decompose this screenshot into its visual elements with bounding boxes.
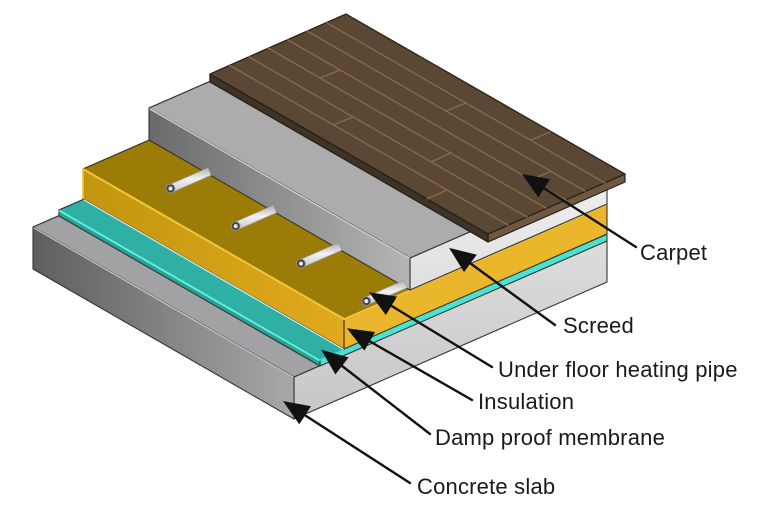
plank-butt-joint — [319, 69, 341, 79]
callout-labels: Carpet Screed Under floor heating pipe I… — [417, 240, 738, 499]
concrete-arrow — [282, 401, 412, 485]
screed-top-edge-highlight — [149, 108, 410, 259]
heating-pipe-end-hole — [364, 299, 369, 304]
heating-pipe-end-hole — [233, 224, 238, 229]
insulation-arrow — [346, 328, 474, 402]
label-damp-proof-membrane: Damp proof membrane — [435, 425, 665, 450]
plank-seam-line — [228, 64, 509, 226]
plank-butt-joint — [426, 189, 448, 200]
label-insulation: Insulation — [478, 389, 574, 414]
concrete-top-edge-highlight — [33, 227, 294, 378]
heating-pipe-arrow — [368, 292, 494, 369]
membrane-arrow — [321, 349, 432, 436]
plank-seam-line — [248, 56, 528, 218]
insulation-front-edge-highlight — [82, 168, 345, 320]
carpet-layer — [209, 13, 626, 243]
label-screed: Screed — [563, 313, 634, 338]
plank-butt-joint — [530, 131, 551, 141]
carpet-arrow — [521, 174, 638, 249]
label-concrete-slab: Concrete slab — [417, 474, 555, 499]
callout-arrows — [282, 174, 638, 485]
insulation-bottom-light-line — [83, 199, 344, 350]
heating-pipe-end-hole — [299, 261, 303, 266]
carpet-top-face — [209, 13, 626, 235]
plank-butt-joint — [430, 152, 452, 163]
carpet-plank-seams — [228, 22, 606, 226]
label-under-floor-heating-pipe: Under floor heating pipe — [498, 357, 738, 382]
plank-seam-line — [287, 39, 567, 201]
screed-arrow — [449, 247, 557, 327]
plank-butt-joint — [445, 102, 467, 112]
heating-pipe-end-hole — [168, 186, 173, 191]
membrane-front-edge-highlight — [59, 210, 320, 361]
label-carpet: Carpet — [640, 240, 707, 265]
plank-seam-line — [267, 47, 547, 209]
plank-butt-joint — [332, 116, 354, 126]
